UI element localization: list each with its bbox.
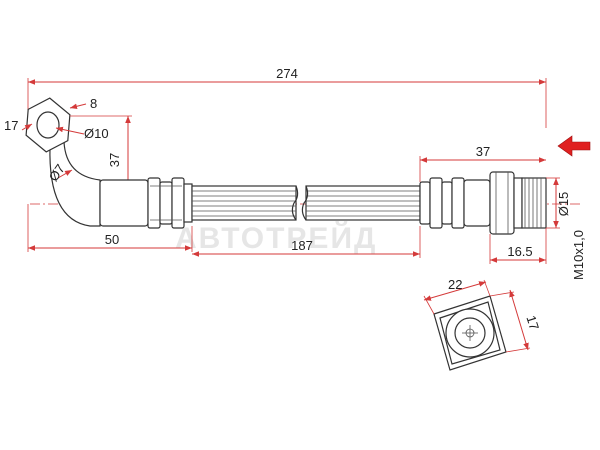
watermark-text: АВТОТРЕЙД bbox=[175, 221, 377, 255]
hex-across-corners-label: 22 bbox=[448, 277, 462, 292]
banjo-bent-tube bbox=[49, 141, 101, 227]
hose-length-label: 187 bbox=[291, 238, 313, 253]
dim-right-fitting: 37 bbox=[419, 144, 546, 182]
dim-left-fitting: 50 bbox=[27, 204, 193, 252]
right-hex bbox=[489, 171, 515, 235]
banjo-hole bbox=[36, 111, 60, 139]
overall-length-label: 274 bbox=[276, 66, 298, 81]
left-fitting-length-label: 50 bbox=[105, 232, 119, 247]
hex-end-view: 22 17 bbox=[423, 277, 542, 371]
banjo-height-label: 37 bbox=[107, 153, 122, 167]
view-direction-arrow-icon bbox=[557, 135, 591, 157]
thread-section bbox=[521, 177, 547, 229]
dim-right-diameter: Ø15 bbox=[546, 177, 571, 229]
dim-thread-length: 16.5 bbox=[489, 228, 547, 264]
banjo-hole-label: Ø10 bbox=[84, 126, 109, 141]
banjo-thickness-label: 8 bbox=[90, 96, 97, 111]
dim-hose-length: 187 bbox=[192, 226, 421, 258]
right-fitting bbox=[419, 171, 547, 235]
hex-across-flats-label: 17 bbox=[523, 314, 542, 332]
rubber-hose bbox=[191, 185, 421, 221]
right-fitting-length-label: 37 bbox=[476, 144, 490, 159]
dim-overall-length: 274 bbox=[27, 66, 547, 128]
left-crimp-collar bbox=[99, 177, 193, 229]
banjo-width-label: 17 bbox=[4, 118, 18, 133]
right-diameter-label: Ø15 bbox=[556, 192, 571, 217]
thread-spec-label: M10x1,0 bbox=[571, 230, 586, 280]
banjo-fitting: 8 17 Ø10 Ø7 37 bbox=[4, 96, 132, 227]
thread-length-label: 16.5 bbox=[507, 244, 532, 259]
